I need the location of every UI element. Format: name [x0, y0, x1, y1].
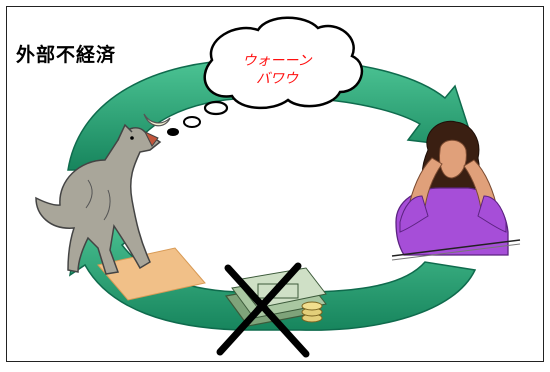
top-cycle-arrow: [67, 59, 477, 171]
diagram-title: 外部不経済: [16, 44, 117, 66]
howl-sound-line-1: ウォーーン: [242, 53, 312, 69]
bottom-cycle-arrow: [68, 214, 477, 331]
cross-out-mark-icon: [216, 262, 310, 358]
howling-wolf-icon: [35, 123, 206, 301]
crescent-moon-icon: [143, 113, 171, 127]
howl-sound-line-2: バワウ: [256, 71, 298, 87]
distressed-woman-icon: [391, 120, 521, 261]
thought-bubble-icon: [167, 16, 364, 136]
howl-sound-text: ウォーーン バワウ: [232, 52, 322, 88]
